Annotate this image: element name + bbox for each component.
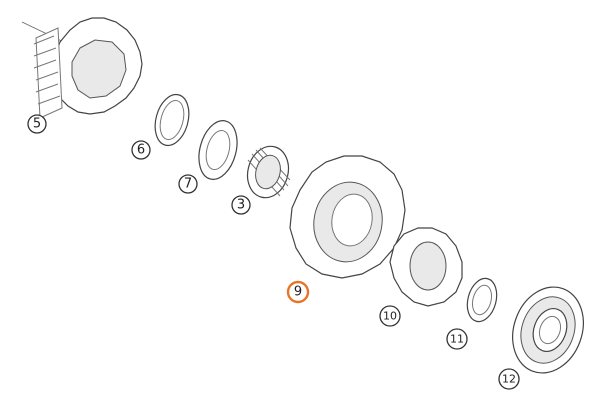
gear-part-10[interactable] (389, 227, 463, 307)
needle-bearing-part-3[interactable] (242, 142, 294, 203)
gear-part-9[interactable] (289, 155, 406, 279)
callout-label-10: 10 (383, 310, 397, 323)
callout-label-6: 6 (137, 143, 145, 158)
callout-label-7: 7 (184, 177, 192, 192)
callout-label-5: 5 (33, 117, 41, 132)
gear-part-5[interactable] (33, 17, 143, 119)
callout-label-3: 3 (237, 198, 245, 213)
callout-6[interactable]: 6 (131, 140, 151, 160)
callout-7[interactable]: 7 (178, 174, 198, 194)
callout-11[interactable]: 11 (446, 328, 468, 350)
callout-label-12: 12 (502, 373, 516, 386)
callout-3[interactable]: 3 (231, 195, 251, 215)
callout-label-9: 9 (294, 285, 302, 300)
callout-5[interactable]: 5 (27, 114, 47, 134)
washer-part-11[interactable] (463, 275, 501, 325)
circlip-part-6[interactable] (150, 91, 194, 150)
callout-9[interactable]: 9 (286, 280, 310, 304)
callout-12[interactable]: 12 (498, 368, 520, 390)
ball-bearing-part-12[interactable] (501, 277, 595, 383)
callout-10[interactable]: 10 (379, 305, 401, 327)
washer-part-7[interactable] (193, 116, 243, 183)
callout-label-11: 11 (450, 333, 464, 346)
